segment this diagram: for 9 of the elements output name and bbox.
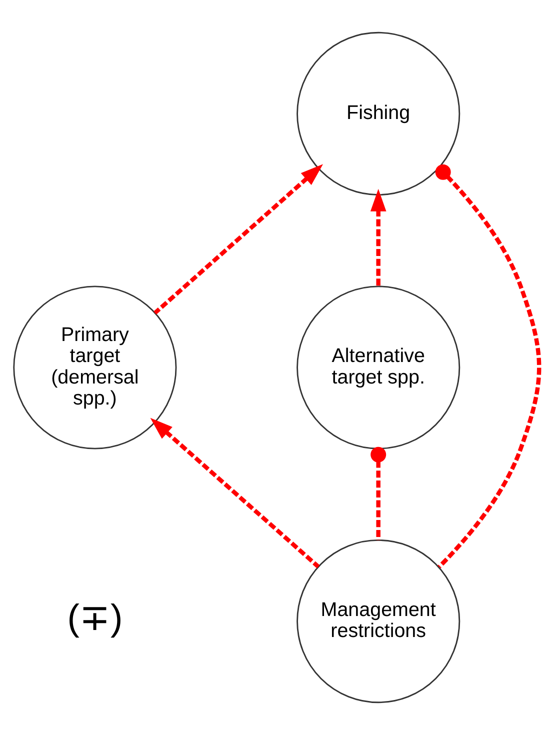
node-circle: Alternative target spp.	[296, 286, 460, 450]
node-circle: Management restrictions	[296, 540, 460, 704]
arrow	[150, 418, 320, 568]
connector	[435, 164, 542, 568]
label: (∓)	[67, 597, 123, 638]
arrow	[370, 188, 386, 286]
arrow	[154, 164, 324, 315]
node-circle: Fishing	[296, 32, 460, 196]
node-circle: Primary target (demersal spp.)	[13, 286, 177, 450]
